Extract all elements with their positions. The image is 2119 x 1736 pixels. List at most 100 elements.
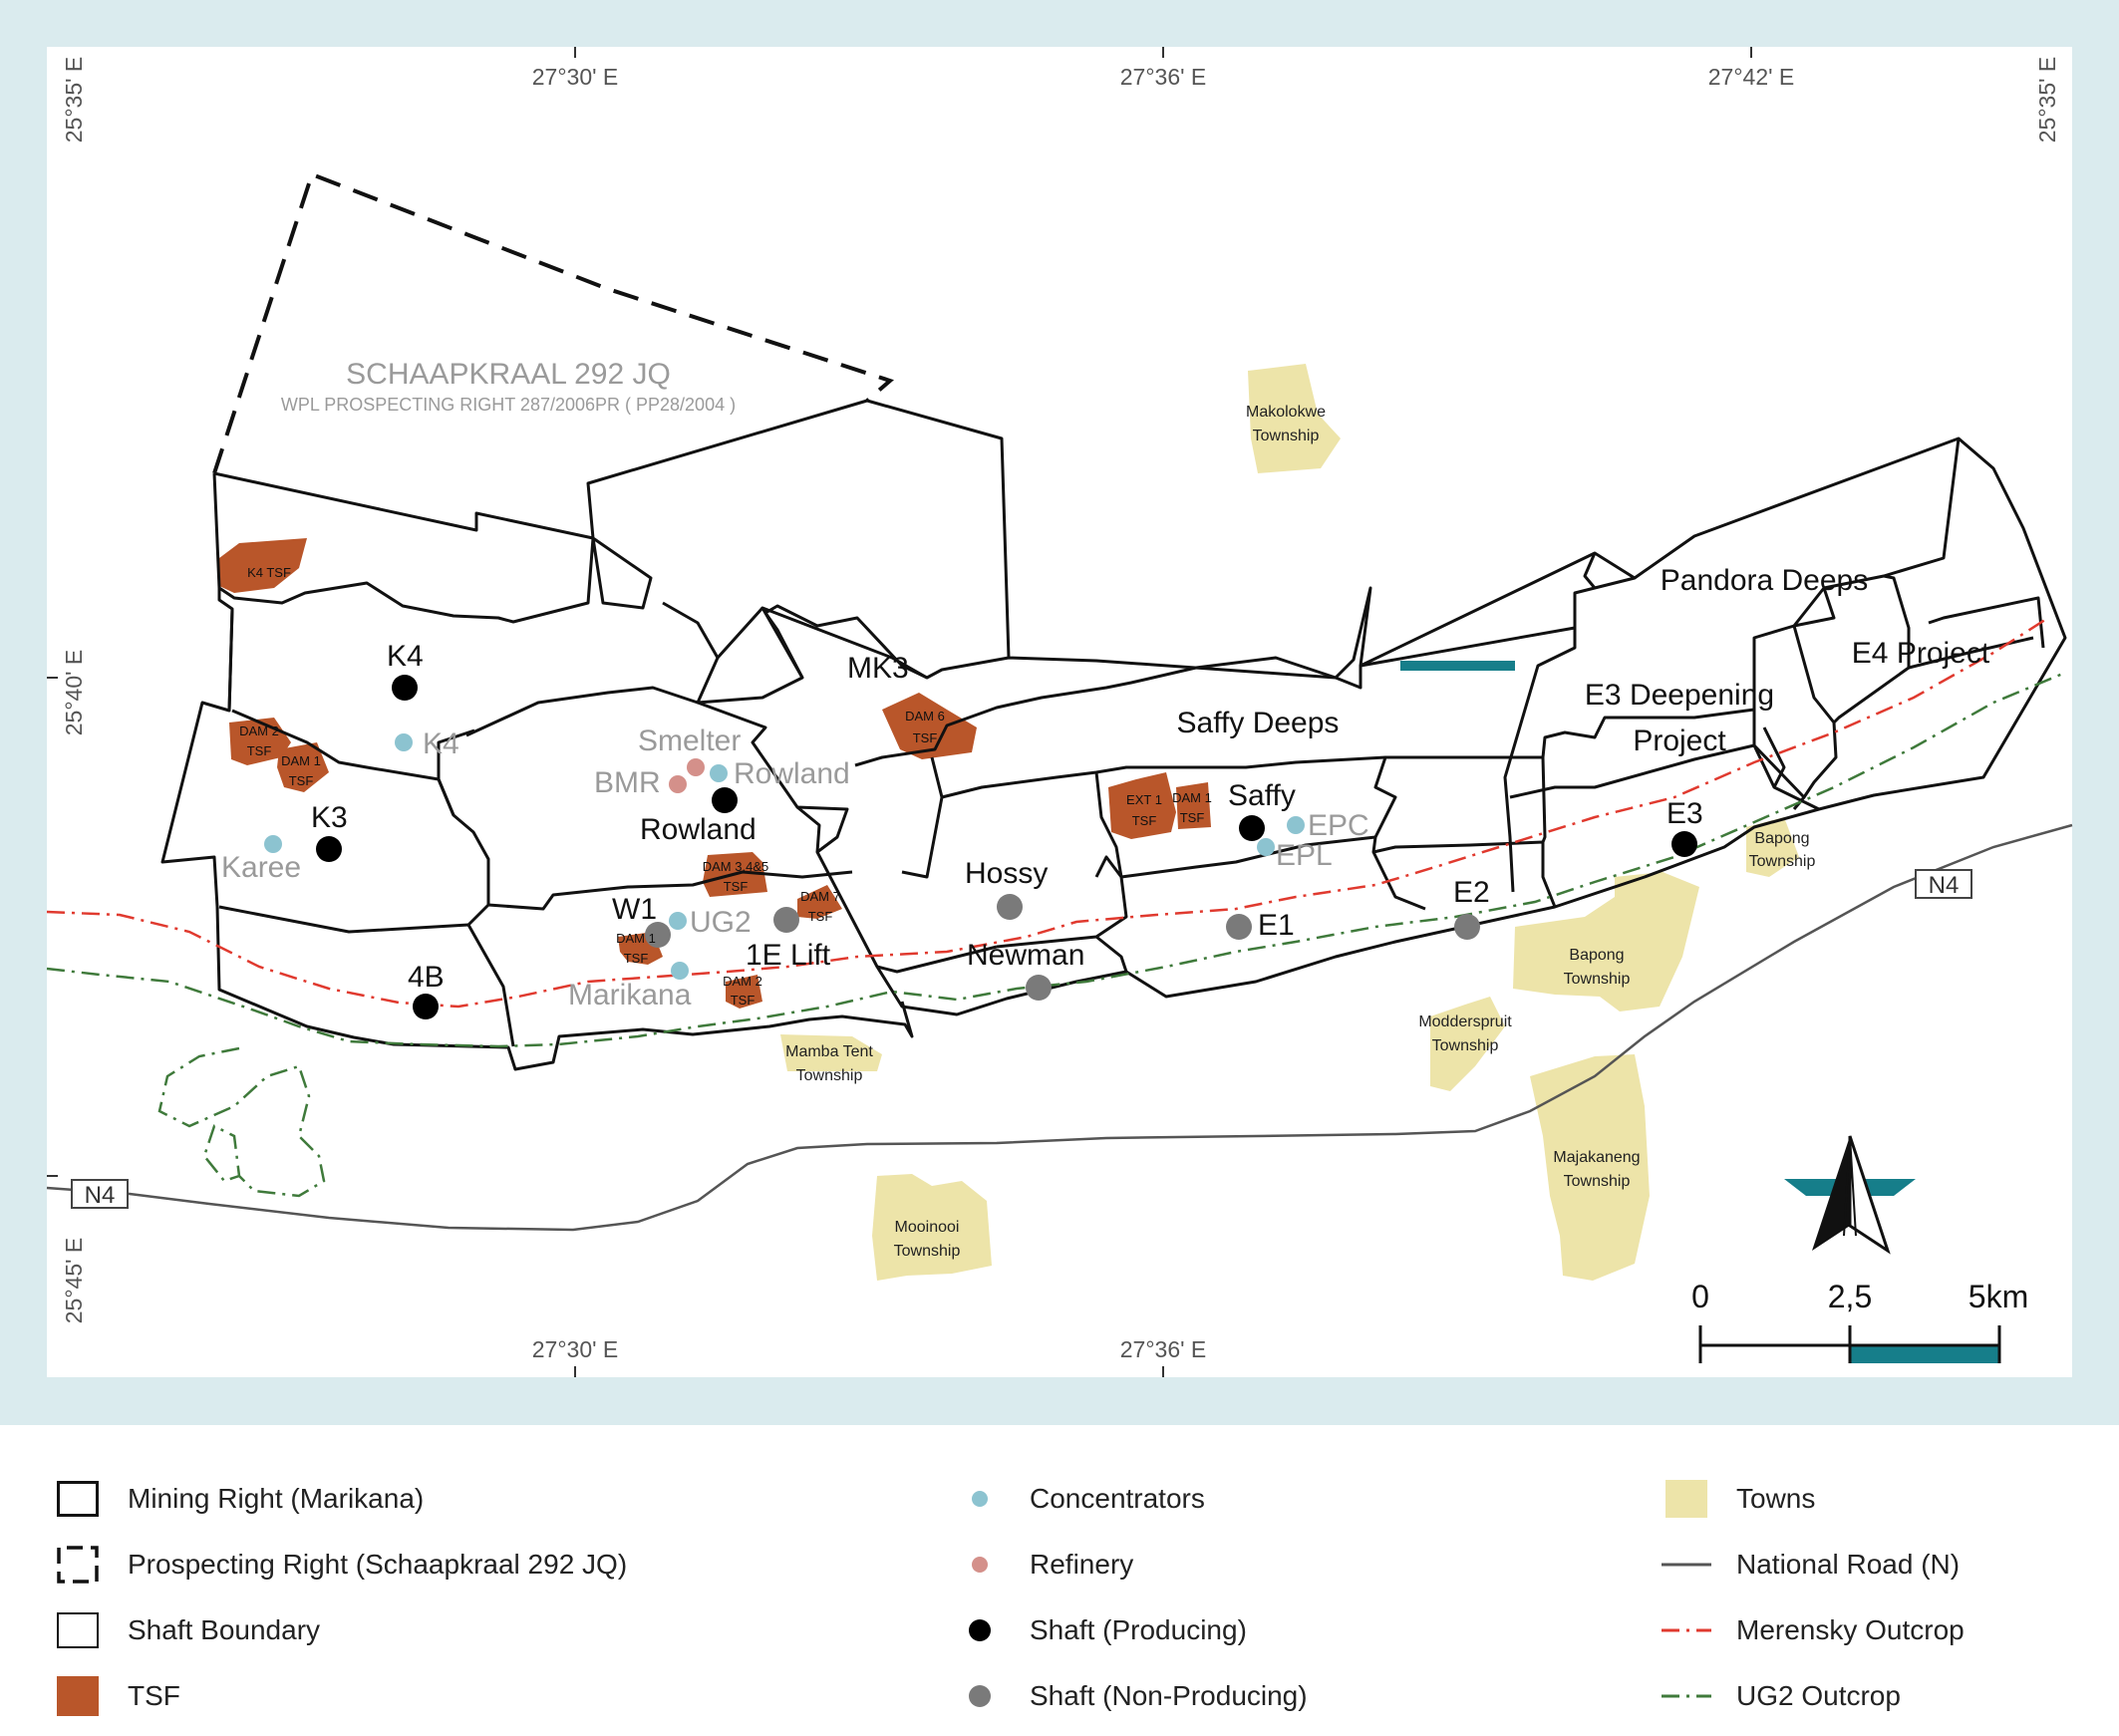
tsf-dam7 xyxy=(797,885,842,919)
legend-shaft-non-producing: Shaft (Non-Producing) xyxy=(948,1674,1308,1718)
town-mooinooi xyxy=(872,1174,992,1281)
label-tsf-w-dam1-b: TSF xyxy=(624,951,649,966)
label-tsf-dam1-b: TSF xyxy=(289,773,314,788)
shaft-e1 xyxy=(1226,914,1252,940)
label-shaft-newman: Newman xyxy=(967,939,1084,972)
label-tsf-dam2-b: TSF xyxy=(247,743,272,758)
label-shaft-mk3: MK3 xyxy=(847,652,909,685)
label-tsf-dam345-b: TSF xyxy=(724,879,749,894)
n4-right-label: N4 xyxy=(1929,872,1960,899)
label-saffy-deeps: Saffy Deeps xyxy=(1177,707,1340,739)
national-road xyxy=(46,823,2073,1232)
legend-label-national-road: National Road (N) xyxy=(1736,1549,1961,1580)
legend-label-ug2: UG2 Outcrop xyxy=(1736,1680,1901,1711)
plants-layer xyxy=(264,733,1305,980)
label-tsf-dam2-a: DAM 2 xyxy=(239,723,279,738)
label-plant-ug2: UG2 xyxy=(690,906,752,939)
label-e3-deepening-1: E3 Deepening xyxy=(1585,679,1774,712)
label-shaft-1e-lift: 1E Lift xyxy=(746,939,831,972)
legend-tsf: TSF xyxy=(46,1674,180,1718)
legend-shaft-boundary: Shaft Boundary xyxy=(46,1608,320,1652)
town-mamba-tent xyxy=(780,1034,882,1071)
shaft-e2 xyxy=(1454,914,1480,940)
ug2-outcrop xyxy=(46,671,2066,1048)
legend-symbol-towns xyxy=(1665,1480,1707,1518)
schaapkraal-title: SCHAAPKRAAL 292 JQ xyxy=(346,358,671,391)
label-town-majakaneng-1: Majakaneng xyxy=(1553,1149,1640,1166)
tsf-dam1 xyxy=(277,742,329,792)
lon-label-top-2: 27°36' E xyxy=(1120,64,1207,90)
concentrator-k4 xyxy=(395,733,413,751)
town-majakaneng xyxy=(1530,1054,1650,1281)
label-tsf-dam345-a: DAM 3,4&5 xyxy=(703,859,768,874)
shaft-e3 xyxy=(1671,831,1697,857)
scale-label-0: 0 xyxy=(1691,1279,1709,1314)
legend-symbol-shaft-producing xyxy=(969,1619,991,1641)
label-town-bapong-small-2: Township xyxy=(1749,853,1816,870)
concentrator-epl xyxy=(1257,838,1275,856)
legend-label-shaft-producing: Shaft (Producing) xyxy=(1030,1614,1247,1645)
legend-symbol-shaft-boundary xyxy=(57,1612,99,1648)
concentrator-epc xyxy=(1287,816,1305,834)
legend-label-shaft-non-producing: Shaft (Non-Producing) xyxy=(1030,1680,1308,1711)
label-pandora-deeps: Pandora Deeps xyxy=(1661,564,1868,597)
label-tsf-dam1-a: DAM 1 xyxy=(281,753,321,768)
town-makolokwe xyxy=(1248,364,1341,473)
label-tsf-saffy-dam1-a: DAM 1 xyxy=(1172,790,1212,805)
label-e4-project: E4 Project xyxy=(1852,637,1990,670)
graticule-ticks xyxy=(47,47,1752,1377)
label-tsf-ext1-a: EXT 1 xyxy=(1126,792,1162,807)
legend-label-prospecting-right: Prospecting Right (Schaapkraal 292 JQ) xyxy=(128,1549,628,1580)
legend-symbol-refinery xyxy=(972,1557,988,1573)
legend-shaft-producing: Shaft (Producing) xyxy=(948,1608,1247,1652)
label-tsf-w-dam2-a: DAM 2 xyxy=(723,974,762,989)
label-shaft-hossy: Hossy xyxy=(965,857,1048,890)
legend-label-mining-right: Mining Right (Marikana) xyxy=(128,1483,425,1514)
legend-label-shaft-boundary: Shaft Boundary xyxy=(128,1614,321,1645)
label-town-makolokwe-1: Makolokwe xyxy=(1246,404,1326,421)
legend-towns: Towns xyxy=(1655,1477,1815,1521)
n4-left-shield: N4 xyxy=(71,1179,129,1209)
label-tsf-ext1-b: TSF xyxy=(1132,813,1157,828)
legend-symbol-shaft-non-producing xyxy=(969,1685,991,1707)
ug2-outcrop-loop xyxy=(157,1046,326,1198)
legend-label-tsf: TSF xyxy=(128,1680,180,1711)
legend-ug2: UG2 Outcrop xyxy=(1655,1674,1901,1718)
legend: Mining Right (Marikana) Prospecting Righ… xyxy=(0,1425,2119,1736)
town-bapong-small xyxy=(1746,817,1799,877)
label-tsf-w-dam2-b: TSF xyxy=(731,993,756,1008)
legend-merensky: Merensky Outcrop xyxy=(1655,1608,1965,1652)
label-town-mooinooi-1: Mooinooi xyxy=(895,1219,960,1236)
legend-refinery: Refinery xyxy=(948,1543,1133,1587)
n4-right-shield: N4 xyxy=(1915,869,1972,899)
lat-label-left-1: 25°35' E xyxy=(61,57,87,144)
town-bapong xyxy=(1513,872,1699,1012)
label-shaft-w1: W1 xyxy=(612,893,657,926)
legend-label-towns: Towns xyxy=(1736,1483,1816,1514)
shaft-w1 xyxy=(645,922,671,948)
label-plant-epc: EPC xyxy=(1308,809,1369,842)
lat-label-left-2: 25°40' E xyxy=(61,650,87,736)
scale-bar: 0 2,5 5km xyxy=(1691,1279,2028,1363)
towns-layer xyxy=(780,364,1799,1281)
north-arrow: TN xyxy=(1784,1135,1916,1255)
shaft-1e-lift xyxy=(773,907,799,933)
label-tsf-dam7-a: DAM 7 xyxy=(800,889,840,904)
label-tsf-dam6-a: DAM 6 xyxy=(905,709,945,723)
label-town-makolokwe-2: Township xyxy=(1253,428,1320,444)
shaft-k3 xyxy=(316,836,342,862)
label-shaft-e3: E3 xyxy=(1666,797,1703,830)
label-town-mamba-tent-1: Mamba Tent xyxy=(785,1043,873,1060)
legend-label-refinery: Refinery xyxy=(1030,1549,1134,1580)
shaft-rowland xyxy=(712,787,738,813)
legend-label-merensky: Merensky Outcrop xyxy=(1736,1614,1965,1645)
shaft-saffy xyxy=(1239,815,1265,841)
legend-symbol-concentrators xyxy=(972,1491,988,1507)
label-tsf-w-dam1-a: DAM 1 xyxy=(616,931,656,946)
prospecting-right-boundary xyxy=(212,171,894,474)
label-plant-smelter: Smelter xyxy=(638,724,741,757)
label-shaft-k3: K3 xyxy=(311,801,348,834)
label-town-mooinooi-2: Township xyxy=(894,1243,961,1260)
legend-symbol-merensky xyxy=(1662,1628,1711,1632)
tsf-layer xyxy=(219,538,1211,1009)
